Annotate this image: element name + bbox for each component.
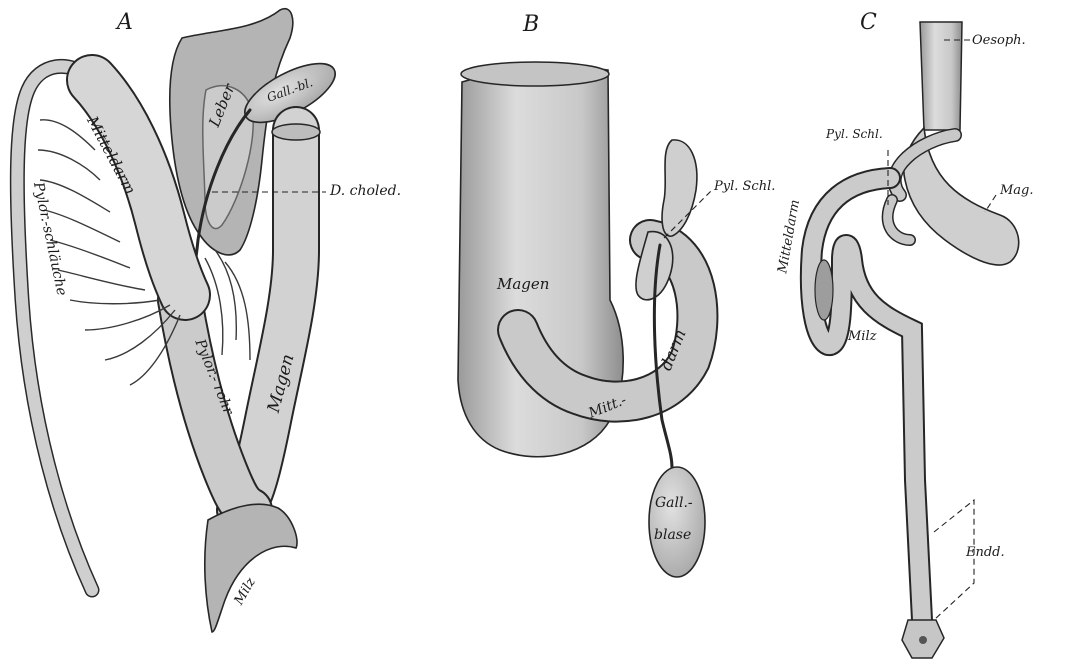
panel-c-drawing: [811, 22, 1019, 658]
panel-a-drawing: [17, 9, 343, 632]
gallbladder-b: [649, 467, 705, 577]
panel-b-letter: B: [523, 14, 539, 36]
label-c-oesoph: Oesoph.: [972, 34, 1026, 47]
label-c-milz: Milz: [848, 330, 876, 343]
label-c-pyl-schl: Pyl. Schl.: [826, 128, 883, 140]
label-c-endd: Endd.: [966, 546, 1005, 559]
pyloric-sac-b: [662, 140, 697, 236]
label-c-mag: Mag.: [1000, 184, 1034, 197]
oesophagus: [920, 22, 962, 130]
label-b-magen: Magen: [497, 277, 549, 292]
label-b-blase: blase: [654, 528, 691, 542]
panel-a-letter: A: [117, 12, 133, 34]
panel-c-letter: C: [860, 12, 877, 34]
label-b-gall: Gall.-: [655, 496, 693, 510]
label-b-pyl-schl: Pyl. Schl.: [714, 180, 775, 193]
spleen-a: [205, 504, 297, 632]
spleen-c: [815, 260, 833, 320]
label-a-d-choled: D. choled.: [330, 184, 401, 198]
